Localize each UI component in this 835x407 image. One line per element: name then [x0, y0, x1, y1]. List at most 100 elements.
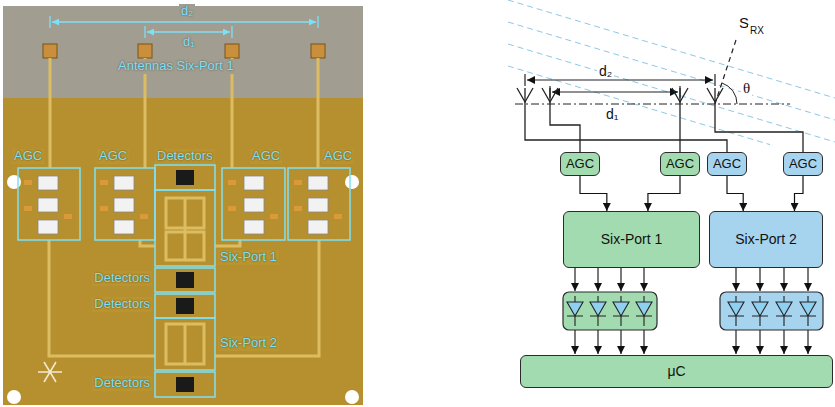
antenna-symbol — [525, 88, 727, 152]
pcb-trace — [184, 324, 187, 364]
mounting-hole — [7, 390, 21, 404]
pcb-trace — [184, 198, 187, 260]
patch-antenna — [311, 44, 325, 58]
annotation-box — [155, 294, 215, 318]
signal-arrow — [643, 268, 644, 291]
annotation-box — [222, 168, 285, 240]
diode-symbol — [776, 302, 792, 316]
baseline — [515, 104, 790, 105]
pcb-board — [3, 6, 363, 405]
signal-arrow — [574, 268, 575, 291]
detector-chip — [176, 170, 194, 392]
diode-symbol — [728, 302, 744, 316]
signal-arrow — [759, 268, 760, 291]
pcb-trace — [215, 240, 240, 246]
detector-chip — [176, 377, 194, 392]
pcb-trace — [231, 58, 234, 168]
incident-direction — [715, 40, 736, 104]
pcb-trace — [144, 58, 147, 168]
agc-label: AGC — [97, 149, 129, 164]
agc-module-component — [114, 198, 134, 212]
agc-box: AGC — [560, 152, 600, 176]
box-label: AGC — [789, 157, 817, 172]
diode-symbol — [590, 302, 606, 316]
smd-part — [24, 180, 342, 219]
smd-part — [24, 206, 32, 211]
agc-module-component — [308, 198, 328, 212]
box-label: AGC — [713, 157, 741, 172]
pcb-board — [3, 6, 363, 405]
signal-arrow — [807, 330, 808, 354]
dimension-line — [49, 16, 50, 28]
dimension-line — [317, 16, 318, 28]
patch-antenna — [138, 44, 152, 58]
signal-arrow — [575, 268, 808, 354]
detector-group — [563, 292, 823, 330]
smd-part — [64, 214, 72, 219]
signal-arrow — [735, 268, 736, 291]
agc-label: AGC — [250, 149, 282, 164]
box-label: Six-Port 2 — [735, 231, 796, 247]
agc-module-component — [244, 198, 264, 212]
signal-arrow — [759, 330, 760, 354]
agc-module-component — [308, 220, 328, 234]
dimension-line — [525, 74, 715, 98]
pcb-board — [3, 6, 363, 98]
six-port-label: Six-Port 1 — [218, 250, 279, 265]
smd-part — [270, 214, 278, 219]
agc-module-component — [38, 220, 58, 234]
agc-label: AGC — [322, 149, 354, 164]
signal-arrow — [574, 330, 575, 354]
pcb-trace — [166, 324, 204, 364]
dimension-line — [52, 21, 316, 22]
pcb-trace — [215, 240, 319, 356]
signal-connector — [648, 176, 680, 211]
microcontroller-box: μC — [520, 355, 833, 388]
agc-label: AGC — [12, 149, 44, 164]
box-label: AGC — [566, 157, 594, 172]
angle-arc — [722, 83, 737, 104]
wavefront — [508, 44, 835, 142]
smd-part — [334, 214, 342, 219]
detector-label: Detectors — [92, 271, 152, 286]
signal-subscript: RX — [748, 25, 766, 37]
antenna-symbol — [550, 88, 580, 152]
smd-part — [100, 180, 108, 185]
silkscreen-logo — [44, 362, 56, 382]
diode-symbol — [567, 302, 583, 316]
annotation-box — [155, 165, 215, 190]
pcb-trace — [49, 240, 155, 356]
annotation-box — [155, 372, 215, 397]
smd-part — [100, 206, 108, 211]
diode-symbol — [752, 296, 768, 326]
signal-arrow — [807, 268, 808, 291]
annotation-box — [95, 168, 155, 240]
signal-arrow — [643, 330, 644, 354]
smd-part — [228, 206, 236, 211]
pcb-board — [3, 98, 363, 405]
agc-module-component — [114, 220, 134, 234]
agc-module-component — [38, 198, 58, 212]
dimension-label: d₂ — [179, 4, 195, 19]
dimension-line — [147, 31, 230, 32]
annotation-box — [288, 168, 350, 240]
angle-arc — [722, 83, 737, 104]
box-label: μC — [667, 363, 685, 379]
dimension-line — [524, 74, 525, 86]
patch-antenna — [43, 44, 57, 58]
mounting-hole — [7, 175, 359, 404]
agc-module-component — [308, 176, 328, 190]
signal-arrow — [783, 330, 784, 354]
smd-part — [228, 180, 236, 185]
angle-label: θ — [741, 80, 752, 97]
wavefront — [508, 22, 835, 120]
agc-module-component — [114, 176, 134, 190]
signal-connector — [580, 176, 607, 211]
signal-arrow — [620, 268, 621, 291]
dimension-line — [231, 26, 232, 38]
diode-symbol — [728, 296, 744, 326]
mounting-hole — [345, 390, 359, 404]
dimension-label: d₁ — [604, 106, 621, 122]
silkscreen-logo — [38, 362, 62, 382]
